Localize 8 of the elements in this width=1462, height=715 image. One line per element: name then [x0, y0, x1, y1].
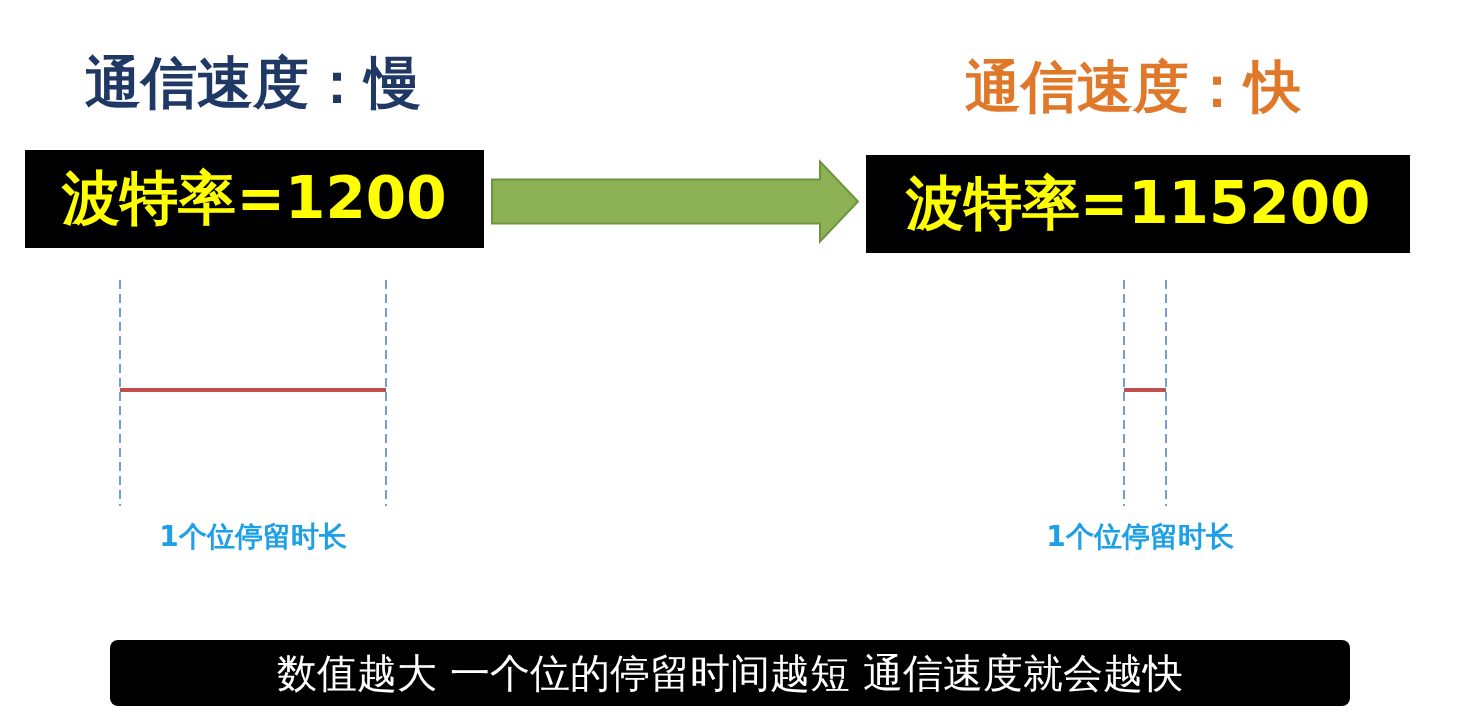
baud-rate-box: 波特率=1200	[25, 150, 484, 248]
block-arrow	[491, 159, 860, 244]
heading: 通信速度：快	[965, 53, 1301, 121]
heading: 通信速度：慢	[85, 49, 421, 117]
duration-label: 1个位停留时长	[159, 519, 347, 555]
baud-rate-box: 波特率=115200	[866, 155, 1410, 253]
duration-label: 1个位停留时长	[1046, 519, 1234, 555]
subtitle-text: 数值越大 一个位的停留时间越短 通信速度就会越快	[277, 648, 1183, 698]
